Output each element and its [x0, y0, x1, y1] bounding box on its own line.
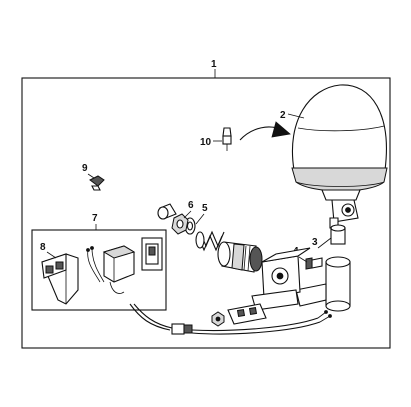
nut: [171, 213, 189, 235]
end-cap: [157, 203, 177, 220]
switch-module: [102, 245, 136, 294]
inset-wires: [86, 246, 105, 283]
outer-frame: [21, 77, 391, 349]
callout-1: 1: [211, 59, 217, 70]
inset-frame: [31, 229, 167, 311]
wire-harness: [129, 303, 332, 335]
gasket-plate: [227, 303, 267, 325]
leader-9: [87, 173, 95, 179]
mounting-tube: [295, 256, 351, 312]
callout-3: 3: [312, 237, 318, 248]
spring: [195, 230, 225, 252]
callout-5: 5: [202, 203, 208, 214]
leader-3: [317, 237, 332, 249]
motor-assembly: [217, 241, 263, 273]
callout-6: 6: [188, 200, 194, 211]
grommet: [330, 224, 346, 245]
fuse: [89, 175, 105, 191]
switch-bracket: [41, 253, 79, 305]
screw: [305, 257, 323, 270]
install-arrowhead: [271, 121, 291, 138]
callout-10: 10: [200, 137, 212, 148]
motor-bracket: [251, 247, 311, 311]
hex-nut: [211, 311, 225, 327]
leader-4: [298, 256, 308, 263]
leader-5: [195, 213, 205, 225]
callout-2: 2: [280, 110, 286, 121]
bulb: [222, 127, 232, 151]
beacon-dome: [291, 84, 388, 229]
leader-2: [287, 113, 305, 119]
leader-6: [183, 210, 192, 219]
callout-8: 8: [40, 242, 46, 253]
callout-7: 7: [92, 213, 98, 224]
switch-panel: [141, 237, 163, 271]
leader-8: [46, 251, 57, 259]
callout-9: 9: [82, 163, 88, 174]
